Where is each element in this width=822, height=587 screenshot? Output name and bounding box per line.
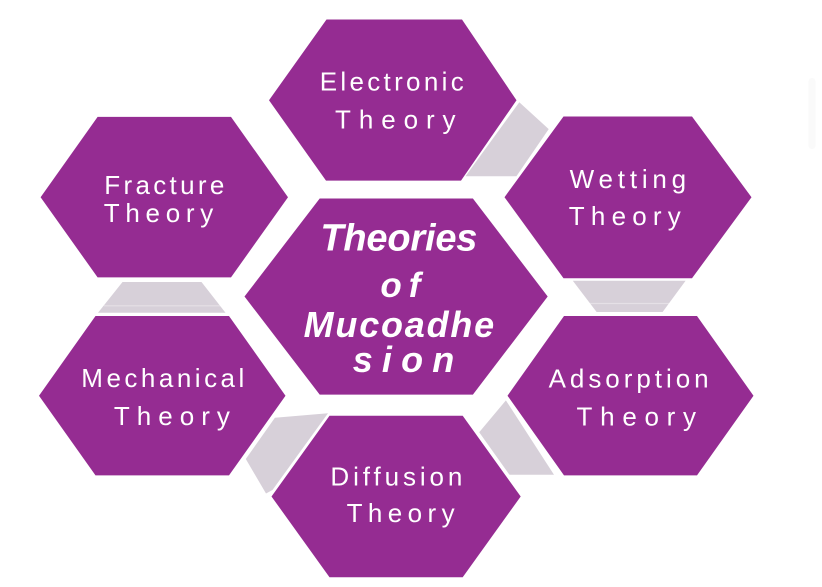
svg-text:sion: sion (353, 339, 455, 380)
svg-text:Theories: Theories (320, 217, 477, 259)
svg-text:Mechanical: Mechanical (81, 363, 244, 393)
svg-text:Diffusion: Diffusion (330, 462, 462, 492)
svg-text:Mucoadhe: Mucoadhe (304, 304, 495, 345)
svg-text:Adsorption: Adsorption (549, 363, 709, 393)
svg-text:Fracture: Fracture (104, 170, 224, 200)
